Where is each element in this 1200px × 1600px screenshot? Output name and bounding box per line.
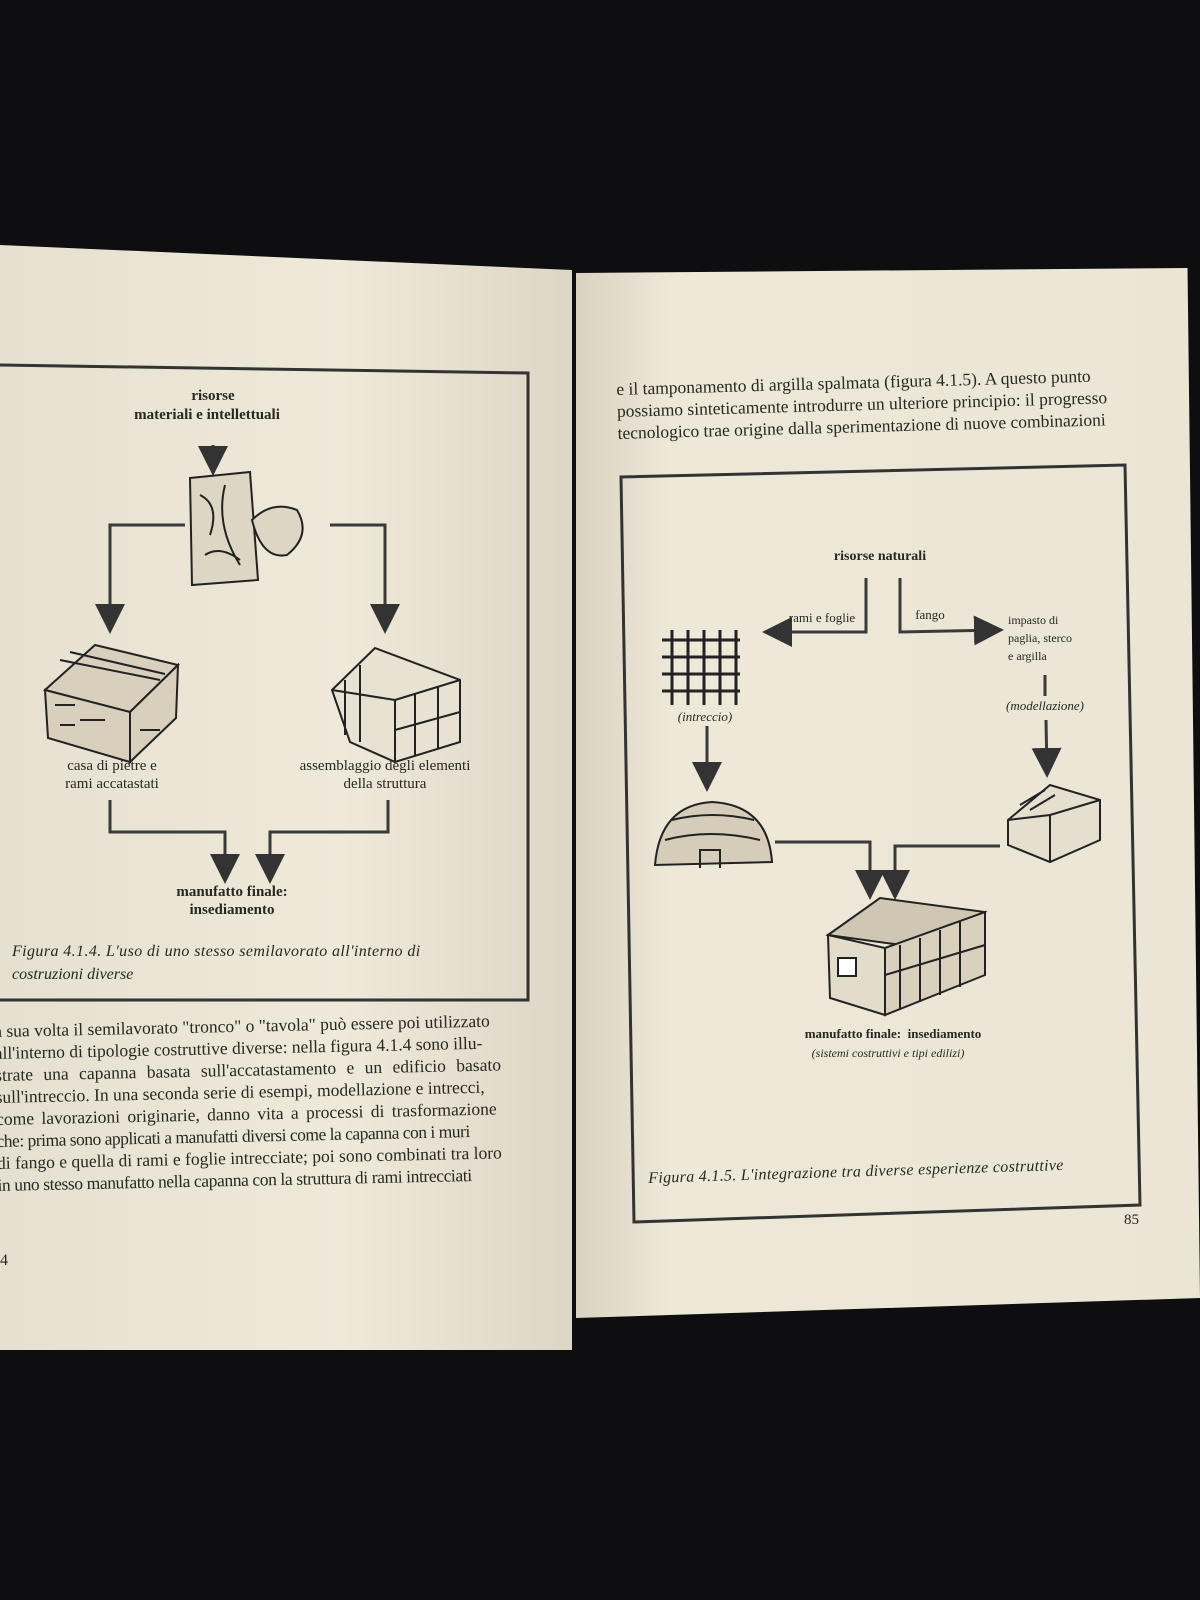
right-body-text: e il tamponamento di argilla spalmata (f… [616,364,1108,444]
right-fig-right-process: (modellazione) [1006,698,1084,713]
left-figure-frame [0,363,530,1002]
left-figure-arrows [95,445,400,884]
dome-hut-illustration [653,800,774,868]
left-fig-caption-2: costruzioni diverse [12,966,134,983]
left-body-text: a sua volta il semilavorato "tronco" o "… [0,1009,504,1196]
right-fig-right-branch: fango [915,607,945,622]
right-fig-material-2: paglia, sterco [1008,631,1072,645]
woven-grid-illustration [662,630,740,705]
left-fig-left-label-2: rami accatastati [65,776,159,792]
left-fig-bottom-label-2: insediamento [189,902,275,918]
combined-house-illustration [825,896,988,1017]
left-fig-top-label-2: materiali e intellettuali [134,407,280,423]
right-figure-arrows [692,578,1062,900]
stone-hut-illustration [42,643,180,765]
left-fig-right-label-1: assemblaggio degli elementi [299,758,471,774]
right-page-number: 85 [1124,1212,1139,1228]
right-fig-material-1: impasto di [1008,613,1059,627]
right-fig-left-branch: rami e foglie [788,610,856,625]
right-fig-left-process: (intreccio) [677,709,733,724]
right-fig-bottom-sublabel: (sistemi costruttivi e tipi edilizi) [811,1046,965,1060]
frame-structure-illustration [330,646,461,764]
right-fig-bottom-label: manufatto finale: insediamento [804,1026,982,1041]
left-fig-right-label-2: della struttura [343,776,427,792]
mud-structure-illustration [1007,783,1101,864]
right-fig-top-label: risorse naturali [833,549,927,564]
right-page [576,268,1200,1318]
left-page [0,245,572,1350]
left-fig-left-label-1: casa di pietre e [67,758,157,774]
log-plank-illustration [188,470,304,587]
left-fig-bottom-label-1: manufatto finale: [176,884,288,900]
left-page-number: 84 [0,1252,8,1269]
left-fig-caption-1: Figura 4.1.4. L'uso di uno stesso semila… [12,943,421,960]
right-figure-frame [619,463,1142,1224]
right-fig-material-3: e argilla [1008,649,1047,663]
left-fig-top-label-1: risorse [191,388,235,404]
